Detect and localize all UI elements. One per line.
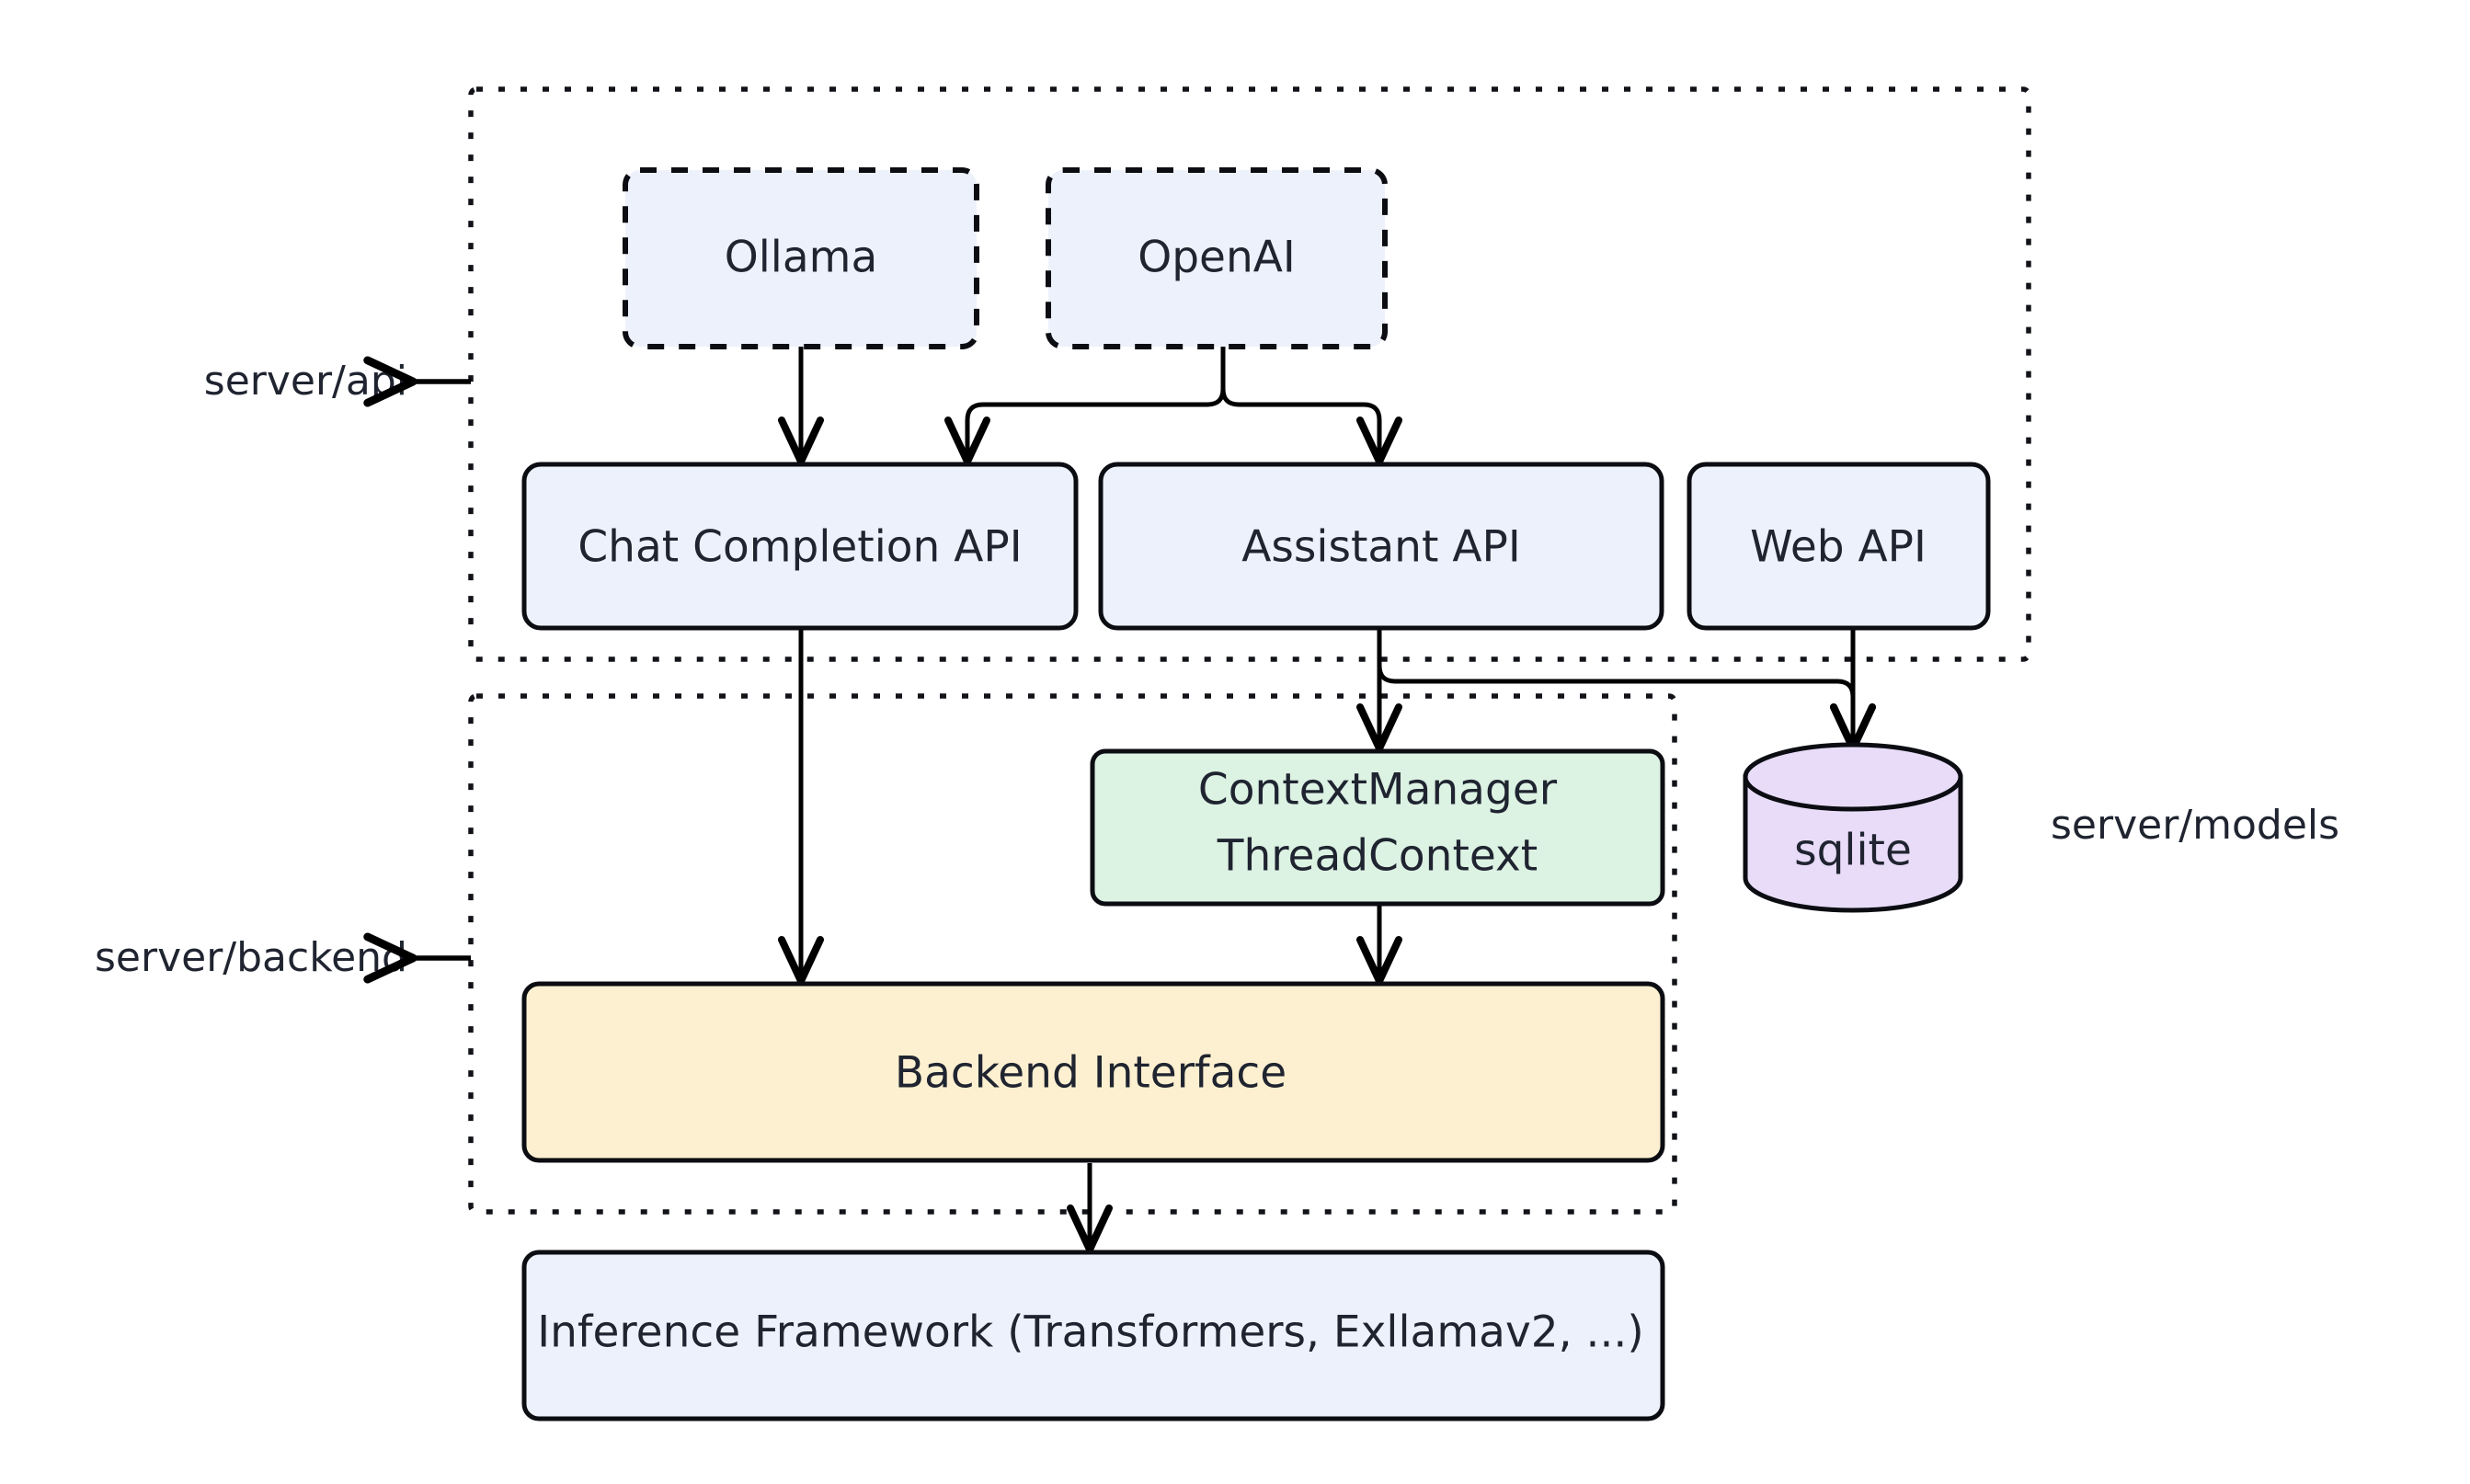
node-openai-shape[interactable] — [1046, 167, 1388, 349]
group-label-backend: server/backend — [95, 932, 471, 984]
node-backend-interface-label: Backend Interface — [895, 1048, 1286, 1099]
edge-assistant-api-to-sqlite — [1377, 628, 1876, 752]
node-context-manager-label-line2: ThreadContext — [1217, 831, 1538, 882]
group-label-api: server/api — [204, 356, 471, 407]
node-backend-interface-shape[interactable] — [521, 981, 1665, 1163]
node-openai[interactable]: OpenAI — [1046, 167, 1388, 349]
group-container-api — [468, 86, 2031, 662]
node-chat-completion-api[interactable]: Chat Completion API — [521, 462, 1079, 631]
group-label-models-text: server/models — [2051, 802, 2339, 849]
node-sqlite-body[interactable] — [1743, 774, 1963, 913]
node-sqlite-top[interactable] — [1743, 742, 1963, 812]
node-chat-completion-api-shape[interactable] — [521, 462, 1079, 631]
node-ollama-label: Ollama — [725, 233, 878, 283]
node-context-manager-label-line1: ContextManager — [1198, 765, 1558, 816]
node-inference-framework-label: Inference Framework (Transformers, Exlla… — [537, 1307, 1643, 1358]
node-web-api-shape[interactable] — [1687, 462, 1991, 631]
node-openai-label: OpenAI — [1138, 233, 1296, 283]
node-sqlite[interactable]: sqlite — [1743, 742, 1963, 913]
node-context-manager[interactable]: ContextManager ThreadContext — [1090, 748, 1665, 907]
node-web-api-label: Web API — [1750, 522, 1927, 573]
node-assistant-api[interactable]: Assistant API — [1098, 462, 1664, 631]
edge-openai-to-assistant-api — [1220, 347, 1402, 465]
node-assistant-api-label: Assistant API — [1241, 522, 1520, 573]
node-web-api[interactable]: Web API — [1687, 462, 1991, 631]
node-ollama[interactable]: Ollama — [623, 167, 979, 349]
node-assistant-api-shape[interactable] — [1098, 462, 1664, 631]
group-label-backend-text: server/backend — [95, 934, 407, 981]
node-inference-framework-shape[interactable] — [521, 1250, 1665, 1421]
node-sqlite-label: sqlite — [1794, 826, 1912, 876]
node-backend-interface[interactable]: Backend Interface — [521, 981, 1665, 1163]
edge-openai-to-chat-completion-api — [943, 347, 1226, 465]
node-inference-framework[interactable]: Inference Framework (Transformers, Exlla… — [521, 1250, 1665, 1421]
group-container-backend — [468, 693, 1677, 1215]
node-chat-completion-api-label: Chat Completion API — [577, 522, 1022, 573]
node-ollama-shape[interactable] — [623, 167, 979, 349]
group-label-api-text: server/api — [204, 358, 407, 405]
node-context-manager-shape[interactable] — [1090, 748, 1665, 907]
